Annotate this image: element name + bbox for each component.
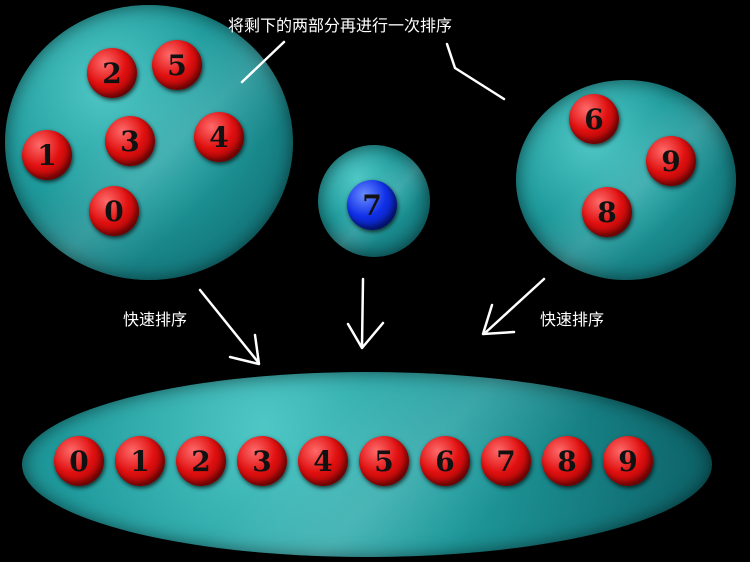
sorted-ball: 6 [420,436,470,486]
right-ball: 8 [582,187,632,237]
right-partition-bubble [516,80,736,280]
left-ball: 1 [22,130,72,180]
right-arrow [481,277,546,336]
center-arrow [346,277,385,350]
left-arrow [198,288,261,366]
top-right-connector-line [445,42,506,101]
sorted-ball: 4 [298,436,348,486]
right-ball: 6 [569,94,619,144]
sorted-ball: 8 [542,436,592,486]
sorted-ball: 1 [115,436,165,486]
sorted-ball: 9 [603,436,653,486]
left-ball: 0 [89,186,139,236]
left-ball: 2 [87,48,137,98]
right-ball: 9 [646,136,696,186]
left-ball: 5 [152,40,202,90]
sorted-ball: 2 [176,436,226,486]
right-caption: 快速排序 [540,310,605,329]
sorted-ball: 5 [359,436,409,486]
left-ball: 4 [194,112,244,162]
pivot-ball: 7 [347,180,397,230]
sorted-ball: 7 [481,436,531,486]
left-caption: 快速排序 [123,310,188,329]
pivot-bubble [318,145,430,257]
top-caption: 将剩下的两部分再进行一次排序 [228,16,453,35]
left-ball: 3 [105,116,155,166]
sorted-ball: 3 [237,436,287,486]
sorted-ball: 0 [54,436,104,486]
